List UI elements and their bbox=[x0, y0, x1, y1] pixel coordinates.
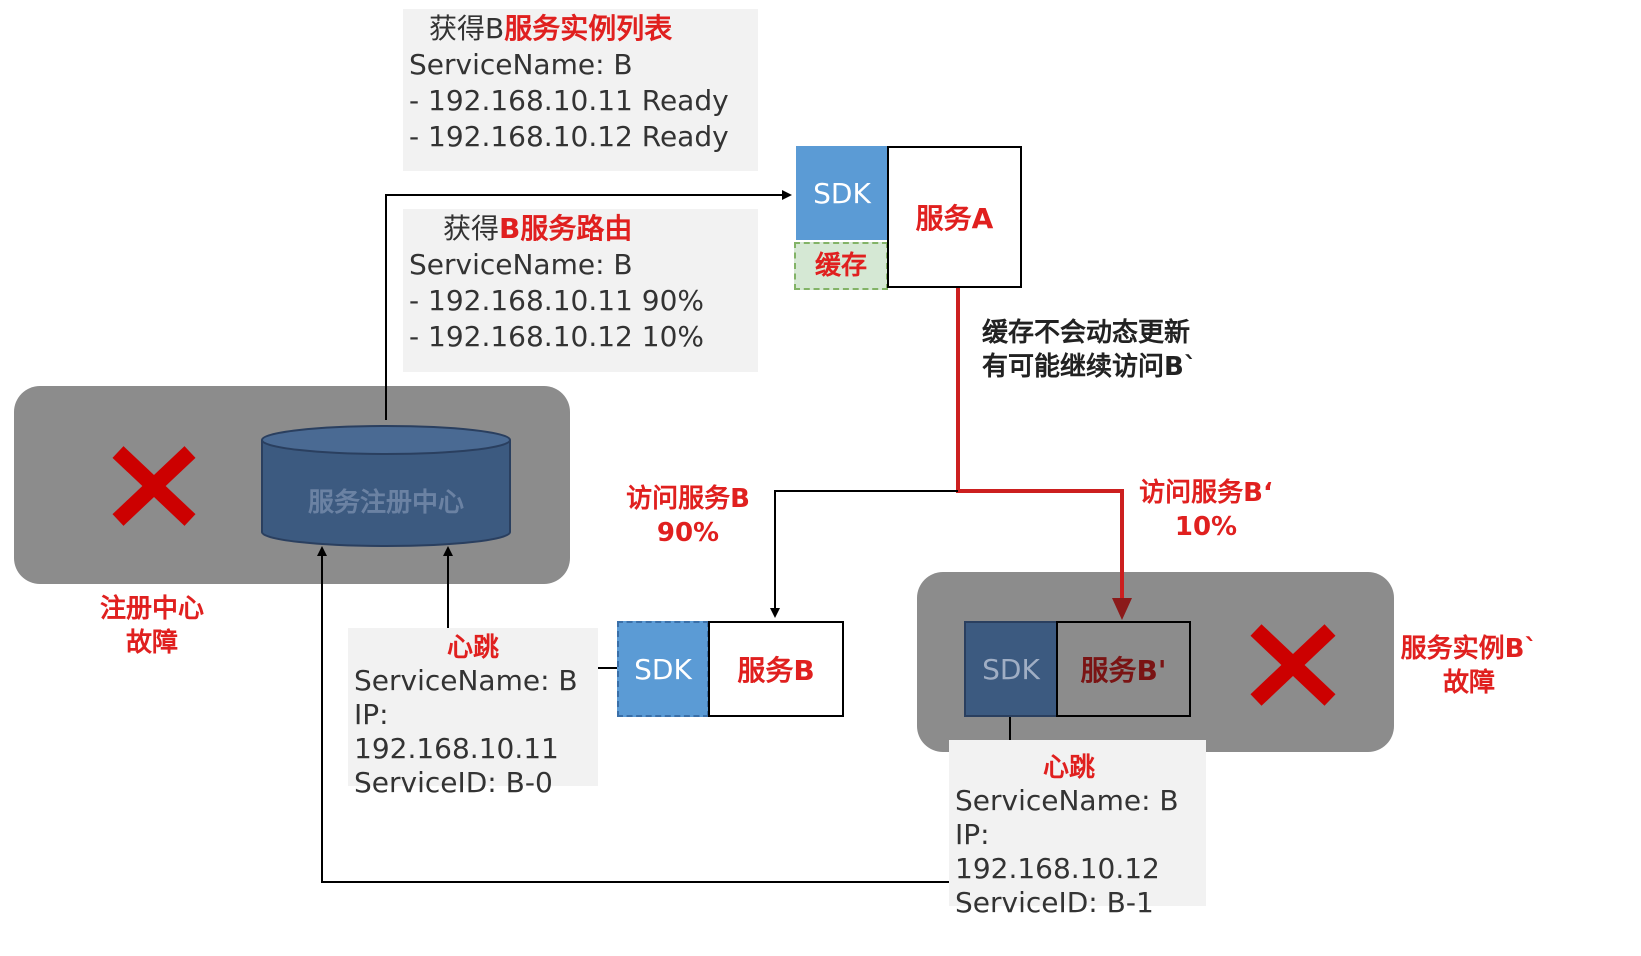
route-service-name: ServiceName: B bbox=[409, 248, 633, 281]
registry-to-service-a-arrow bbox=[385, 190, 792, 420]
route-line2: - 192.168.10.12 10% bbox=[409, 320, 704, 353]
heartbeat-b-prime-title: 心跳 bbox=[1043, 753, 1096, 783]
route-box: 获得B服务路由 ServiceName: B - 192.168.10.11 9… bbox=[403, 209, 758, 372]
service-b-prime-fault-line1: 服务实例B` bbox=[1400, 634, 1538, 664]
route-line1: - 192.168.10.11 90% bbox=[409, 284, 704, 317]
visit-b-prime-label: 访问服务B‘ 10% bbox=[1126, 476, 1286, 544]
service-b-prime-fault-label: 服务实例B` 故障 bbox=[1394, 632, 1544, 700]
instance-list-line1: - 192.168.10.11 Ready bbox=[409, 84, 729, 117]
service-b-sdk: SDK bbox=[617, 621, 709, 717]
instance-list-box: 获得B服务实例列表 ServiceName: B - 192.168.10.11… bbox=[403, 9, 758, 171]
service-a-sdk: SDK bbox=[796, 146, 888, 240]
service-b-prime-fault-x-icon bbox=[1250, 624, 1336, 706]
service-b-box: 服务B bbox=[708, 621, 844, 717]
visit-b-prime-line2: 10% bbox=[1174, 512, 1238, 542]
visit-b-line2: 90% bbox=[656, 518, 720, 548]
instance-list-line2: - 192.168.10.12 Ready bbox=[409, 120, 729, 153]
heartbeat-b-title: 心跳 bbox=[446, 633, 499, 663]
route-title-prefix: 获得 bbox=[443, 212, 500, 245]
visit-b-prime-line1: 访问服务B‘ bbox=[1139, 478, 1273, 508]
registry-cylinder bbox=[261, 425, 511, 547]
visit-b-label: 访问服务B 90% bbox=[608, 482, 768, 550]
service-b-prime-box: 服务B' bbox=[1056, 621, 1191, 717]
instance-list-service-name: ServiceName: B bbox=[409, 48, 633, 81]
cache-note: 缓存不会动态更新 有可能继续访问B` bbox=[982, 316, 1197, 384]
heartbeat-b-prime-service-id: ServiceID: B-1 bbox=[955, 886, 1154, 919]
service-b-prime-fault-line2: 故障 bbox=[1442, 668, 1495, 698]
heartbeat-b-box: 心跳 ServiceName: B IP: 192.168.10.11 Serv… bbox=[348, 628, 598, 799]
service-a-box: 服务A bbox=[887, 146, 1022, 288]
registry-label: 服务注册中心 bbox=[307, 488, 464, 518]
cache-route-line bbox=[956, 288, 1124, 600]
registry-fault-x-icon bbox=[112, 446, 196, 526]
heartbeat-b-ip: IP: 192.168.10.11 bbox=[354, 698, 559, 765]
visit-b-line1: 访问服务B bbox=[626, 484, 750, 514]
instance-list-title-prefix: 获得B bbox=[429, 12, 505, 45]
registry-fault-line1: 注册中心 bbox=[99, 594, 204, 624]
heartbeat-b-prime-box: 心跳 ServiceName: B IP: 192.168.10.12 Serv… bbox=[949, 740, 1206, 919]
heartbeat-b-service-id: ServiceID: B-0 bbox=[354, 766, 553, 799]
route-title-highlight: B服务路由 bbox=[499, 212, 633, 245]
heartbeat-b-prime-ip: IP: 192.168.10.12 bbox=[955, 818, 1160, 885]
visit-b-arrow bbox=[770, 490, 958, 618]
heartbeat-b-prime-service-name: ServiceName: B bbox=[955, 784, 1179, 817]
instance-list-title-highlight: 服务实例列表 bbox=[504, 12, 673, 45]
cache-note-line1: 缓存不会动态更新 bbox=[982, 318, 1191, 348]
heartbeat-b-prime-arrow bbox=[317, 546, 952, 883]
service-b-prime-sdk: SDK bbox=[964, 621, 1058, 717]
registry-fault-label: 注册中心 故障 bbox=[72, 592, 232, 660]
service-b-prime-arrowhead bbox=[1112, 598, 1132, 620]
service-a-cache: 缓存 bbox=[794, 242, 888, 290]
registry-fault-line2: 故障 bbox=[125, 628, 178, 658]
cache-note-line2: 有可能继续访问B` bbox=[982, 352, 1197, 382]
heartbeat-b-service-name: ServiceName: B bbox=[354, 664, 578, 697]
